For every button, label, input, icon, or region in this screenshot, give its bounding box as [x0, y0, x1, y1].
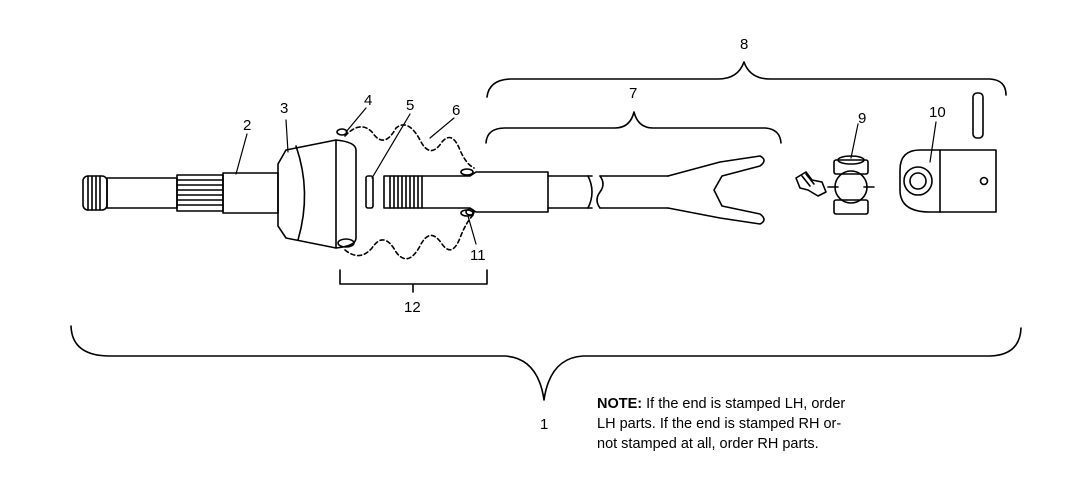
brace-1	[70, 325, 1022, 401]
note-line-3: not stamped at all, order RH parts.	[597, 436, 819, 452]
grease-fitting	[795, 171, 827, 197]
stub-shaft	[82, 172, 279, 214]
callout-1: 1	[540, 416, 549, 433]
callout-12: 12	[404, 299, 421, 316]
note-line-1-text: If the end is stamped LH, order	[642, 396, 846, 412]
bracket-12	[339, 269, 488, 293]
callout-6: 6	[452, 102, 461, 119]
brace-8	[486, 61, 1007, 98]
cv-boot	[344, 124, 475, 260]
callout-7: 7	[629, 85, 638, 102]
callout-5: 5	[406, 97, 415, 114]
note-line-1: NOTE: If the end is stamped LH, order	[597, 394, 937, 414]
callout-10: 10	[929, 104, 946, 121]
cv-joint-housing	[277, 128, 357, 249]
callout-11: 11	[470, 247, 486, 264]
callout-4: 4	[364, 92, 373, 109]
ordering-note: NOTE: If the end is stamped LH, order LH…	[597, 394, 937, 454]
end-yoke	[899, 92, 997, 213]
callout-8: 8	[740, 36, 749, 53]
boot-clamp	[465, 208, 475, 216]
brace-7	[485, 111, 782, 144]
callout-9: 9	[858, 110, 867, 127]
leader-lines	[235, 107, 937, 245]
note-label: NOTE:	[597, 396, 643, 412]
u-joint-cross	[827, 155, 875, 215]
snap-ring	[365, 175, 374, 209]
callout-2: 2	[243, 117, 252, 134]
axle-shaft	[383, 155, 765, 225]
callout-3: 3	[280, 100, 289, 117]
note-line-2: LH parts. If the end is stamped RH or-	[597, 416, 842, 432]
